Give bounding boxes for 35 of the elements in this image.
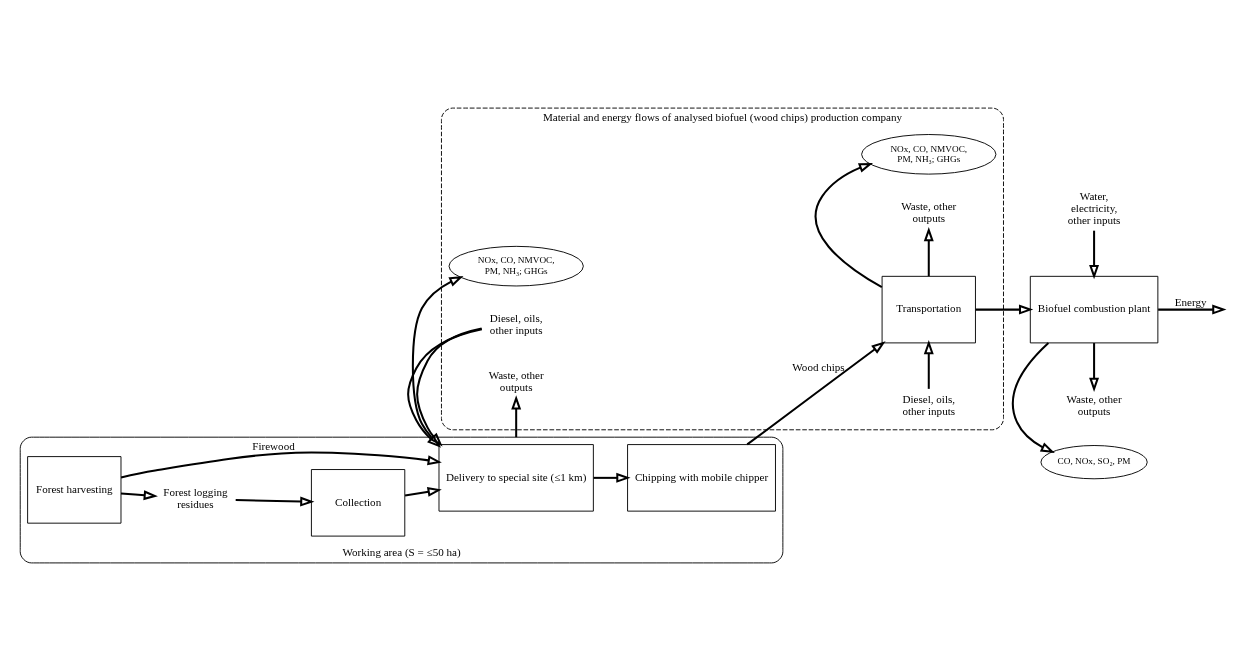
arrow bbox=[923, 226, 934, 276]
node-ellipse: NOx, CO, NMVOC, PM, NH₃; GHGs bbox=[861, 133, 997, 175]
arrow bbox=[235, 496, 315, 506]
node-text: Waste, other outputs bbox=[488, 368, 544, 393]
arrow bbox=[975, 304, 1034, 315]
node-box: Collection bbox=[310, 468, 406, 537]
edge-label: Wood chips bbox=[792, 360, 845, 373]
arrow bbox=[404, 486, 442, 497]
node-text: Forest logging residues bbox=[163, 485, 228, 510]
arrow bbox=[407, 327, 483, 448]
node-text: Waste, other outputs bbox=[901, 199, 957, 224]
edge-label: Firewood bbox=[252, 439, 295, 452]
arrow bbox=[1158, 304, 1227, 315]
arrow bbox=[923, 339, 934, 389]
edge-label: Energy bbox=[1174, 295, 1207, 308]
node-text: Waste, other outputs bbox=[1066, 392, 1122, 417]
node-box: Transportation bbox=[881, 275, 976, 343]
arrow bbox=[1089, 342, 1100, 392]
node-text: Diesel, oils, other inputs bbox=[902, 392, 956, 417]
node-ellipse: CO, NOx, SO₂, PM bbox=[1040, 444, 1148, 479]
node-box: Delivery to special site (≤1 km) bbox=[438, 443, 594, 512]
node-box: Biofuel combustion plant bbox=[1029, 275, 1159, 343]
node-text: Diesel, oils, other inputs bbox=[489, 311, 543, 336]
arrow bbox=[120, 489, 158, 500]
arrow bbox=[814, 162, 883, 288]
arrow bbox=[746, 340, 886, 445]
arrow bbox=[511, 394, 522, 437]
node-box: Chipping with mobile chipper bbox=[627, 443, 776, 512]
node-box: Forest harvesting bbox=[27, 455, 122, 524]
arrow bbox=[1012, 341, 1055, 453]
arrow bbox=[120, 450, 442, 478]
arrow bbox=[593, 472, 631, 483]
node-text: Water, electricity, other inputs bbox=[1067, 189, 1121, 226]
arrow bbox=[411, 275, 464, 438]
arrow bbox=[1089, 230, 1100, 279]
